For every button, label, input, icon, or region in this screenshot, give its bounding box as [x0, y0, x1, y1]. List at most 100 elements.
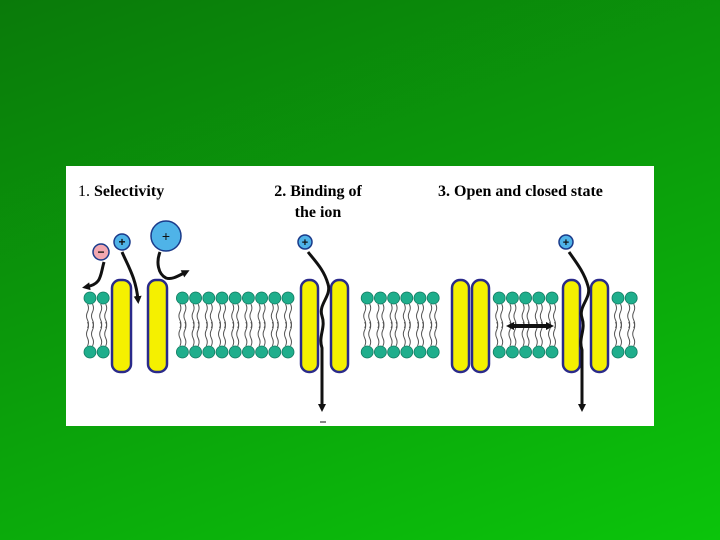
lipid-tail	[289, 321, 292, 347]
lipid-tail	[619, 321, 622, 347]
lipid-tail	[394, 321, 398, 347]
lipid-tail	[99, 321, 103, 347]
lipid-head	[241, 345, 255, 359]
svg-text:−: −	[97, 245, 104, 259]
lipid-heads-top	[83, 291, 638, 305]
lipid-tail	[553, 321, 556, 347]
lipid-tail	[183, 321, 187, 347]
svg-text:+: +	[162, 228, 170, 244]
lipid-tail	[86, 321, 89, 347]
lipid-head	[545, 291, 559, 305]
positive-ion-icon: +	[558, 234, 574, 250]
lipid-tail	[236, 321, 240, 347]
lipid-head	[373, 291, 387, 305]
lipid-tail	[209, 321, 213, 347]
lipid-head	[545, 345, 559, 359]
lipid-head	[202, 291, 216, 305]
lipid-tail	[421, 321, 424, 347]
lipid-tail	[231, 321, 235, 347]
lipid-head	[241, 291, 255, 305]
lipid-head	[281, 291, 295, 305]
lipid-head	[228, 345, 242, 359]
lipid-head	[505, 291, 519, 305]
lipid-head	[624, 291, 638, 305]
lipid-head	[96, 345, 110, 359]
lipid-head	[189, 291, 203, 305]
lipid-head	[83, 291, 97, 305]
arrow-icon	[120, 251, 142, 304]
panel-2-title-line2: the ion	[294, 204, 342, 221]
lipid-tail	[104, 321, 108, 347]
panel-1-title: 1. Selectivity	[78, 181, 164, 202]
lipid-tail	[218, 321, 221, 347]
lipid-tail	[368, 321, 372, 347]
panel-3-title: 3. Open and closed state	[438, 183, 603, 200]
lipid-tail	[363, 321, 367, 347]
lipid-head	[611, 291, 625, 305]
lipid-tail	[434, 321, 438, 347]
lipid-head	[611, 345, 625, 359]
lipid-head	[215, 291, 229, 305]
lipid-tail	[244, 321, 248, 347]
lipid-tail	[381, 321, 385, 347]
arrow-icon	[82, 261, 106, 291]
lipid-head	[492, 345, 506, 359]
lipid-head	[215, 345, 229, 359]
lipid-head	[189, 345, 203, 359]
lipid-tail	[191, 321, 195, 347]
channel-2	[299, 278, 350, 374]
lipid-head	[228, 291, 242, 305]
panel-1-number: 1.	[78, 183, 90, 200]
lipid-tail	[627, 321, 631, 347]
lipid-tail	[284, 321, 287, 347]
lipid-head	[400, 291, 414, 305]
lipid-head	[255, 345, 269, 359]
panel-1-name: Selectivity	[94, 183, 165, 200]
lipid-head	[268, 291, 282, 305]
lipid-head	[268, 345, 282, 359]
lipid-head	[492, 291, 506, 305]
lipid-head	[202, 345, 216, 359]
arrow-icon	[156, 251, 190, 280]
lipid-tail	[500, 321, 504, 347]
lipid-head	[255, 291, 269, 305]
lipid-tail	[614, 321, 617, 347]
lipid-head	[387, 345, 401, 359]
lipid-tail	[389, 321, 393, 347]
channel-1	[110, 278, 169, 374]
arrow-icon	[567, 251, 591, 412]
arrow-icon	[306, 251, 331, 412]
ion-channel-diagram: − + + + +	[82, 220, 638, 423]
lipid-tail	[204, 321, 208, 347]
lipid-tail	[495, 321, 499, 347]
panel-2-title-line1: 2. Binding of	[274, 183, 362, 200]
lipid-tail	[275, 321, 279, 347]
lipid-head	[83, 345, 97, 359]
svg-text:+: +	[563, 237, 569, 249]
lipid-head	[532, 345, 546, 359]
lipid-tail	[223, 321, 226, 347]
lipid-head	[505, 345, 519, 359]
lipid-head	[387, 291, 401, 305]
lipid-tail	[429, 321, 433, 347]
lipid-head	[360, 291, 374, 305]
lipid-tail	[270, 321, 274, 347]
svg-text:+: +	[302, 237, 308, 249]
lipid-head	[413, 345, 427, 359]
lipid-head	[413, 291, 427, 305]
svg-text:+: +	[118, 235, 125, 249]
lipid-head	[373, 345, 387, 359]
lipid-tail	[91, 321, 94, 347]
lipid-tail	[376, 321, 380, 347]
negative-ion-icon: −	[92, 243, 110, 261]
panel-2-title: 2. Binding of the ion	[254, 181, 382, 223]
lipid-tail	[196, 321, 200, 347]
positive-ion-icon: +	[297, 234, 313, 250]
lipid-head	[426, 345, 440, 359]
lipid-head	[176, 345, 189, 359]
lipid-tails	[86, 303, 636, 347]
lipid-head	[426, 291, 440, 305]
lipid-tail	[416, 321, 419, 347]
lipid-tail	[249, 321, 253, 347]
lipid-tail	[407, 321, 411, 347]
